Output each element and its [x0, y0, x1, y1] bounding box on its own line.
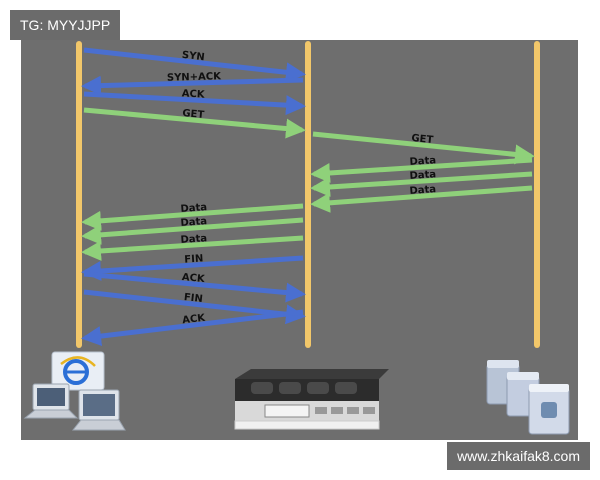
message-label-10: Data	[180, 216, 207, 229]
message-arrow-10	[81, 217, 304, 245]
message-label-6: Data	[409, 155, 436, 168]
message-label-9: Data	[180, 202, 207, 215]
message-label-5: GET	[411, 133, 434, 146]
message-label-12: FIN	[184, 253, 204, 265]
message-arrow-13	[83, 271, 306, 303]
laptops-with-ie-icon	[23, 351, 126, 431]
message-arrow-7	[310, 171, 533, 197]
message-arrow-8	[310, 185, 533, 213]
message-arrow-1	[83, 47, 306, 83]
message-label-13: ACK	[181, 272, 206, 285]
message-arrow-3	[83, 91, 306, 116]
message-arrow-12	[81, 255, 304, 281]
message-label-15: ACK	[182, 313, 207, 327]
message-arrows: SYNSYN+ACKACKGETGETDataDataDataDataDataD…	[81, 47, 535, 347]
message-label-3: ACK	[181, 88, 206, 100]
message-arrow-11	[81, 235, 304, 261]
message-arrow-9	[81, 203, 304, 231]
message-arrow-14	[83, 289, 306, 325]
message-arrow-6	[310, 157, 533, 183]
message-arrow-15	[81, 309, 304, 347]
network-appliance-icon	[234, 369, 389, 430]
message-label-1: SYN	[181, 50, 205, 63]
bottom-watermark-tag: www.zhkaifak8.com	[447, 442, 590, 470]
message-label-2: SYN+ACK	[167, 71, 223, 84]
server-stack-icon	[486, 360, 570, 435]
message-arrow-4	[83, 107, 306, 139]
top-watermark-tag: TG: MYYJJPP	[10, 10, 121, 40]
message-arrow-2	[81, 75, 304, 96]
message-label-8: Data	[409, 184, 436, 197]
message-arrow-5	[312, 131, 535, 165]
message-label-7: Data	[409, 169, 436, 182]
diagram-canvas: SYNSYN+ACKACKGETGETDataDataDataDataDataD…	[23, 41, 570, 435]
message-label-4: GET	[182, 108, 205, 121]
message-label-11: Data	[180, 233, 207, 246]
message-label-14: FIN	[183, 292, 203, 305]
